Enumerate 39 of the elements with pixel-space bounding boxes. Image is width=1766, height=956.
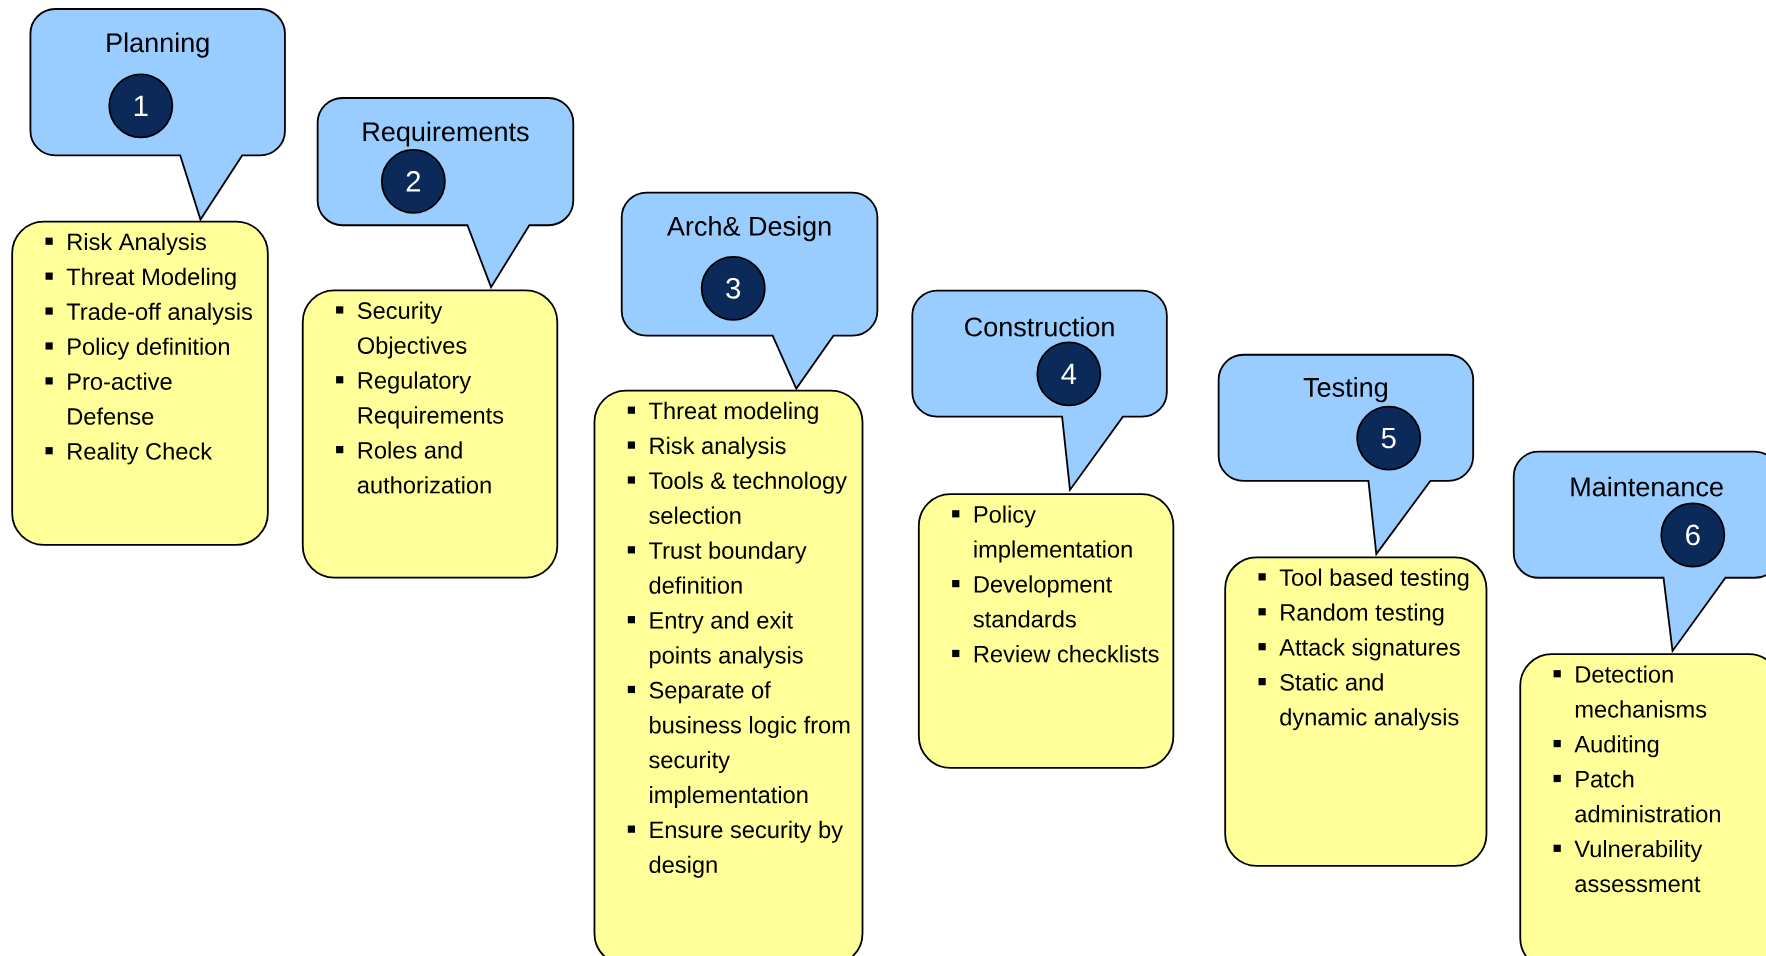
list-item: Random testing (1281, 603, 1444, 626)
list-item: Regulatory Requirements (358, 371, 504, 429)
list-item: Roles and authorization (357, 441, 491, 494)
list-box (11, 220, 269, 546)
list-item: Policy implementation (974, 505, 1132, 563)
list-box (917, 493, 1175, 769)
list-item: Trade-off analysis (66, 302, 252, 325)
list-box (301, 289, 559, 579)
list-item: Review checklists (974, 645, 1159, 663)
number-badge: 1 (108, 73, 174, 139)
list-item: Entry and exit points analysis (650, 611, 803, 669)
list-item: Static and dynamic analysis (1280, 673, 1459, 731)
list-item: Detection mechanisms (1575, 665, 1707, 718)
list-item: Threat Modeling (66, 267, 236, 290)
list-item: Trust boundary definition (649, 541, 807, 594)
list-item: Reality Check (68, 442, 213, 465)
list-item: Tool based testing (1279, 568, 1469, 591)
number-badge: 3 (700, 255, 766, 321)
list-item: Separate of business logic from security implementation (649, 681, 850, 808)
list-item: Ensure security by design (649, 820, 843, 878)
list-item: Policy definition (68, 337, 229, 360)
list-item: Risk analysis (650, 436, 786, 459)
list-item: Risk Analysis (68, 232, 206, 255)
list-box (1224, 556, 1488, 867)
number-badge: 2 (380, 148, 446, 214)
list-item: Attack signatures (1279, 638, 1460, 661)
list-box (1519, 653, 1766, 956)
list-item: Patch administration (1575, 770, 1720, 823)
list-item: Auditing (1574, 735, 1659, 758)
number-badge: 6 (1660, 502, 1726, 568)
list-item: Pro-active Defense (68, 372, 172, 425)
list-item: Development standards (973, 575, 1113, 628)
list-item: Security Objectives (357, 301, 467, 359)
list-item: Tools & technology selection (649, 471, 847, 524)
number-badge: 5 (1356, 405, 1422, 471)
list-item: Threat modeling (649, 401, 818, 424)
list-item: Vulnerability assessment (1574, 839, 1703, 893)
number-badge: 4 (1036, 341, 1102, 407)
list-box (593, 389, 864, 956)
